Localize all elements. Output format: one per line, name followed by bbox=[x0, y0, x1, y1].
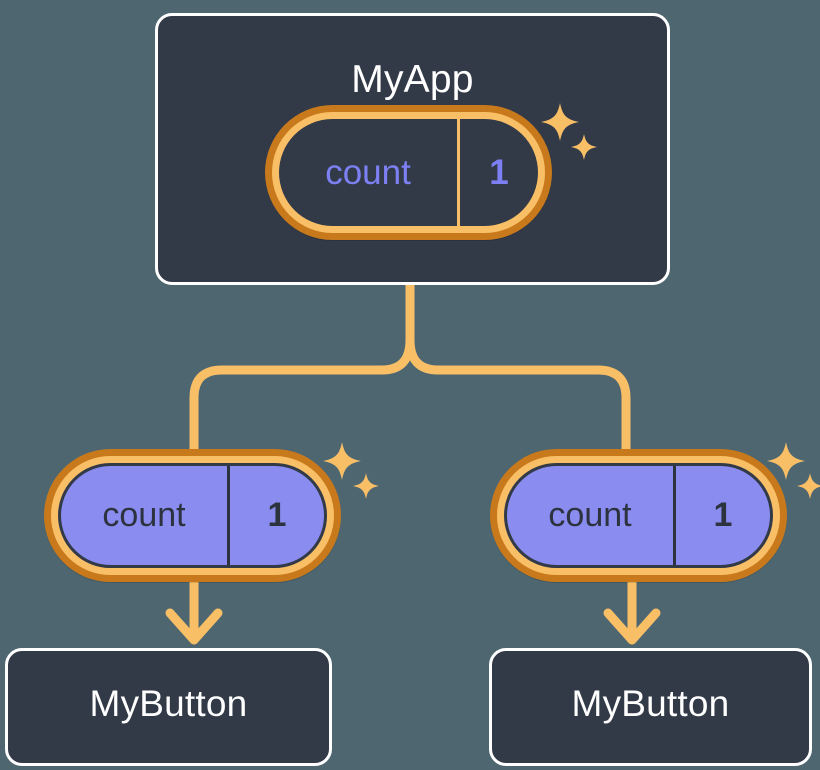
prop-pill-label: count bbox=[548, 496, 632, 534]
connector-myapp-to-prop-right bbox=[405, 280, 631, 457]
state-pill-myapp[interactable]: count 1 bbox=[265, 105, 552, 240]
connector-myapp-to-props bbox=[189, 280, 415, 457]
prop-pill-ring: count 1 bbox=[51, 456, 334, 575]
prop-pill-ring: count 1 bbox=[497, 456, 780, 575]
sparkle-icon bbox=[797, 473, 820, 499]
prop-pill-right[interactable]: count 1 bbox=[490, 449, 787, 582]
prop-pill-value: 1 bbox=[673, 466, 770, 565]
state-pill-ring: count 1 bbox=[272, 112, 545, 233]
state-pill-body: count 1 bbox=[279, 119, 538, 226]
component-title-mybutton-left: MyButton bbox=[89, 683, 248, 724]
prop-pill-left[interactable]: count 1 bbox=[44, 449, 341, 582]
component-title-mybutton-right: MyButton bbox=[571, 683, 730, 724]
state-pill-label: count bbox=[325, 152, 411, 192]
arrow-prop-right-to-button bbox=[603, 578, 661, 645]
prop-pill-label: count bbox=[102, 496, 186, 534]
prop-pill-body: count 1 bbox=[504, 463, 773, 568]
prop-pill-body: count 1 bbox=[58, 463, 327, 568]
component-card-mybutton-right[interactable]: MyButton bbox=[489, 648, 812, 766]
sparkle-icon bbox=[323, 442, 361, 480]
component-card-mybutton-left[interactable]: MyButton bbox=[5, 648, 332, 766]
sparkle-icon bbox=[353, 473, 379, 499]
state-pill-value: 1 bbox=[457, 119, 538, 226]
arrow-prop-left-to-button bbox=[165, 578, 223, 645]
prop-pill-value: 1 bbox=[227, 466, 324, 565]
component-title-myapp: MyApp bbox=[351, 58, 474, 101]
